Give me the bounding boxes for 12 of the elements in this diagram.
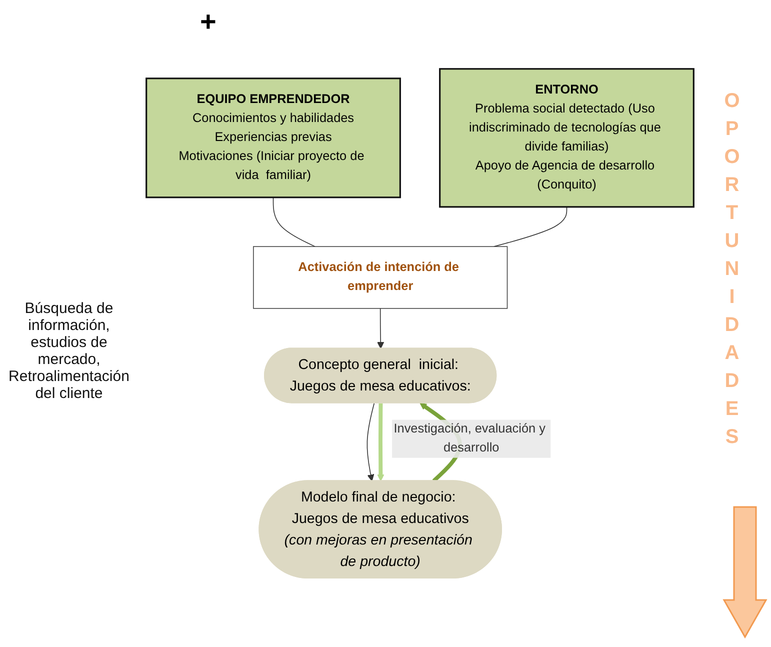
plus-sign: +: [200, 6, 216, 38]
note-text: Búsqueda de información, estudios de mercado, Retroalimentación del cliente: [8, 300, 130, 402]
edge-label: Investigación, evaluación y desarrollo: [394, 422, 546, 455]
arrow: [366, 402, 375, 482]
arrow: [377, 308, 384, 349]
node-box: ENTORNO Problema social detectado (Uso indiscriminado de tecnologías que divide familias) Apoyo de Agencia de desarrollo (Conquito): [439, 68, 694, 208]
connector: [494, 206, 568, 247]
node-box: Activación de intención de emprender: [253, 246, 508, 309]
connector: [272, 196, 316, 247]
arrow: [377, 403, 384, 482]
vertical-text: OPORTUNIDADES: [720, 90, 743, 454]
node-box: EQUIPO EMPRENDEDOR Conocimientos y habilidades Experiencias previas Motivaciones (Iniciar proyecto de vida familiar): [146, 78, 401, 198]
